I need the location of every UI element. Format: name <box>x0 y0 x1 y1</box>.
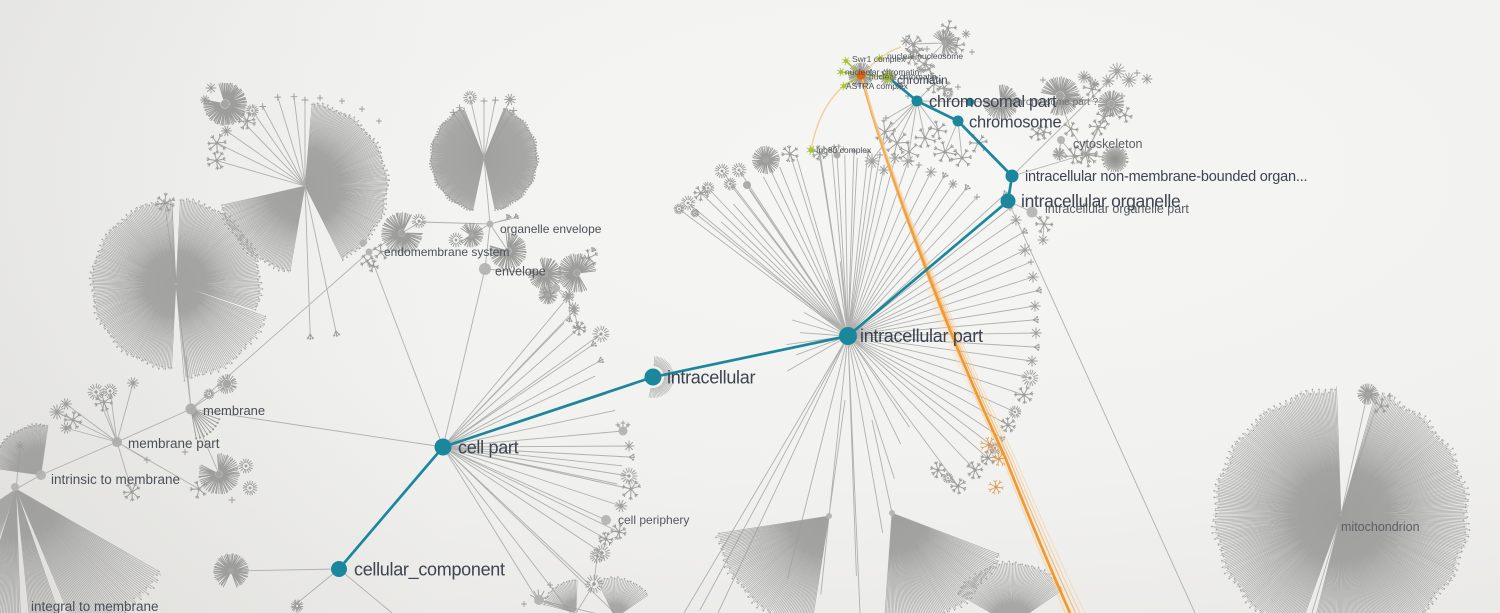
svg-text:endomembrane system: endomembrane system <box>384 245 509 259</box>
svg-text:cell periphery: cell periphery <box>618 513 689 527</box>
svg-text:chromosome: chromosome <box>969 114 1061 132</box>
svg-text:mitochondrion: mitochondrion <box>1341 520 1420 534</box>
svg-text:intracellular: intracellular <box>667 368 755 388</box>
svg-text:chromosomal part: chromosomal part <box>929 93 1057 111</box>
svg-text:ASTRA complex: ASTRA complex <box>846 81 909 91</box>
svg-text:intracellular non-membrane-bou: intracellular non-membrane-bounded organ… <box>1025 169 1307 185</box>
svg-text:intracellular part: intracellular part <box>860 326 983 346</box>
svg-text:cytoskeleton: cytoskeleton <box>1073 137 1143 151</box>
svg-text:cellular_component: cellular_component <box>354 560 505 581</box>
svg-text:membrane part: membrane part <box>128 436 220 451</box>
svg-text:envelope: envelope <box>495 265 546 279</box>
svg-text:Ino80 complex: Ino80 complex <box>816 145 872 155</box>
svg-text:chromosome part ?: chromosome part ? <box>1012 97 1099 108</box>
svg-text:nuclear nucleosome: nuclear nucleosome <box>887 51 963 61</box>
svg-text:chromatin: chromatin <box>897 75 948 87</box>
svg-text:intracellular organelle: intracellular organelle <box>1021 191 1180 211</box>
svg-text:nucleolar chromatin: nucleolar chromatin <box>845 67 919 77</box>
svg-text:cell part: cell part <box>458 438 519 458</box>
svg-text:integral to membrane: integral to membrane <box>31 599 159 613</box>
svg-text:organelle envelope: organelle envelope <box>500 222 602 236</box>
svg-text:membrane: membrane <box>203 403 265 418</box>
svg-text:intrinsic to membrane: intrinsic to membrane <box>51 472 180 487</box>
svg-text:nuclear chromatin: nuclear chromatin <box>869 72 937 82</box>
svg-text:Swr1 complex: Swr1 complex <box>852 54 906 64</box>
svg-text:intracellular organelle part: intracellular organelle part <box>1045 202 1189 216</box>
